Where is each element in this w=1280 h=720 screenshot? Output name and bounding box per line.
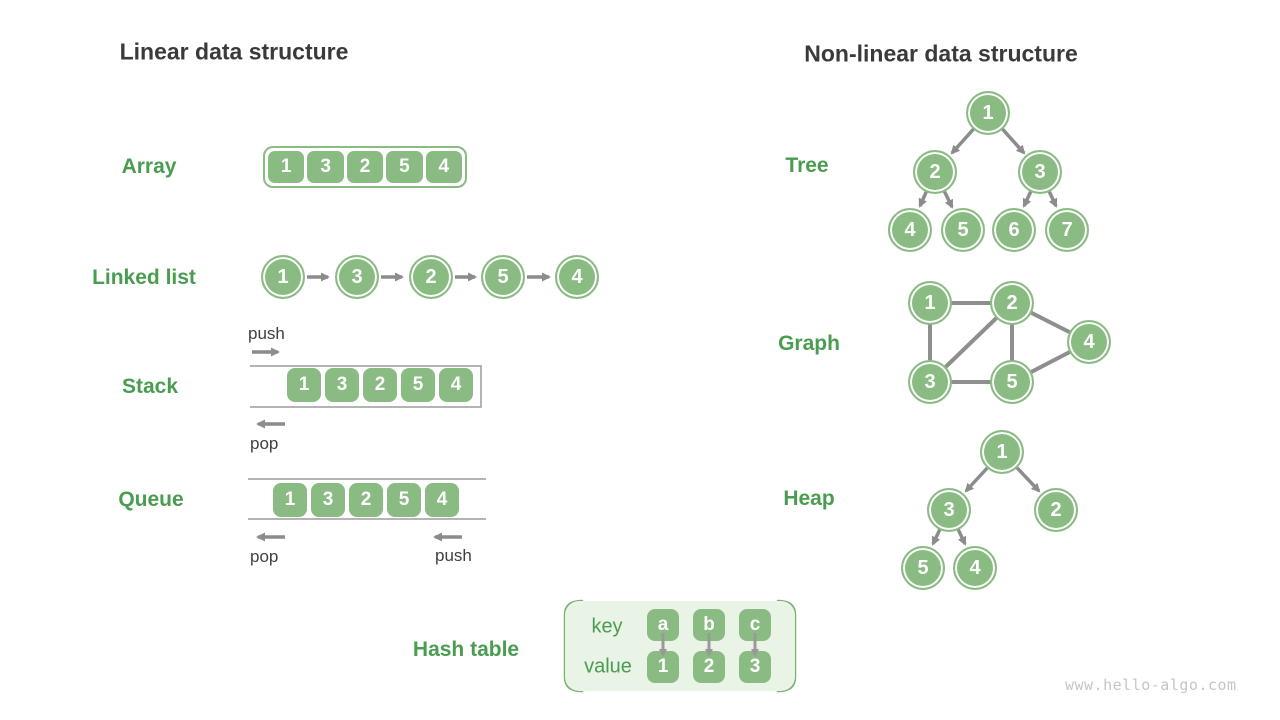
tree-node: 1	[966, 91, 1010, 135]
queue-label: Queue	[118, 488, 184, 511]
graph-label: Graph	[778, 332, 840, 355]
heap-node: 4	[953, 546, 997, 590]
heap-label: Heap	[783, 487, 835, 510]
hash-key-cell: a	[647, 609, 679, 641]
hash-value-cell: 2	[693, 651, 725, 683]
linked-list-node: 3	[335, 255, 379, 299]
tree-node: 6	[992, 208, 1036, 252]
array-cell: 4	[425, 151, 463, 183]
stack-cell: 4	[439, 368, 473, 402]
stack-cell: 2	[363, 368, 397, 402]
stack-cell: 3	[325, 368, 359, 402]
linked-list-node: 4	[555, 255, 599, 299]
array-cell: 2	[346, 151, 384, 183]
tree-node: 2	[913, 150, 957, 194]
stack-pop-label: pop	[250, 434, 279, 453]
graph-node: 3	[908, 360, 952, 404]
hash-value-label: value	[584, 655, 632, 678]
graph-node: 1	[908, 281, 952, 325]
linked-list-node: 5	[481, 255, 525, 299]
graph-node: 5	[990, 360, 1034, 404]
hash-key-cell: c	[739, 609, 771, 641]
array-container: 1 3 2 5 4	[263, 146, 467, 188]
nonlinear-heading: Non-linear data structure	[804, 40, 1078, 67]
tree-node: 5	[941, 208, 985, 252]
hash-value-cell: 3	[739, 651, 771, 683]
heap-node: 5	[901, 546, 945, 590]
queue-cell: 2	[349, 483, 383, 517]
queue-cell: 4	[425, 483, 459, 517]
array-cell: 3	[307, 151, 344, 183]
linked-list-node: 1	[261, 255, 305, 299]
queue-cell: 1	[273, 483, 307, 517]
array-cell: 5	[386, 151, 423, 183]
array-label: Array	[121, 155, 177, 178]
array-cell: 1	[268, 151, 305, 183]
stack-cell: 1	[287, 368, 321, 402]
heap-node: 3	[927, 488, 971, 532]
stack-cells: 1 3 2 5 4	[287, 368, 473, 402]
queue-cells: 1 3 2 5 4	[273, 483, 459, 517]
linked-list-label: Linked list	[92, 266, 196, 289]
queue-cell: 5	[387, 483, 421, 517]
tree-node: 7	[1045, 208, 1089, 252]
hash-key-cell: b	[693, 609, 725, 641]
tree-label: Tree	[785, 154, 829, 177]
stack-cell: 5	[401, 368, 435, 402]
queue-cell: 3	[311, 483, 345, 517]
stack-push-label: push	[248, 324, 285, 343]
heap-node: 1	[980, 430, 1024, 474]
tree-node: 4	[888, 208, 932, 252]
hash-table-label: Hash table	[412, 638, 520, 661]
tree-node: 3	[1018, 150, 1062, 194]
hash-key-label: key	[591, 615, 623, 638]
queue-pop-label: pop	[250, 547, 279, 566]
graph-node: 4	[1067, 320, 1111, 364]
watermark: www.hello-algo.com	[1065, 676, 1237, 694]
heap-node: 2	[1034, 488, 1078, 532]
stack-label: Stack	[121, 375, 179, 398]
hash-value-cell: 1	[647, 651, 679, 683]
graph-node: 2	[990, 281, 1034, 325]
linked-list-node: 2	[409, 255, 453, 299]
queue-push-label: push	[435, 546, 472, 565]
linear-heading: Linear data structure	[119, 38, 349, 65]
